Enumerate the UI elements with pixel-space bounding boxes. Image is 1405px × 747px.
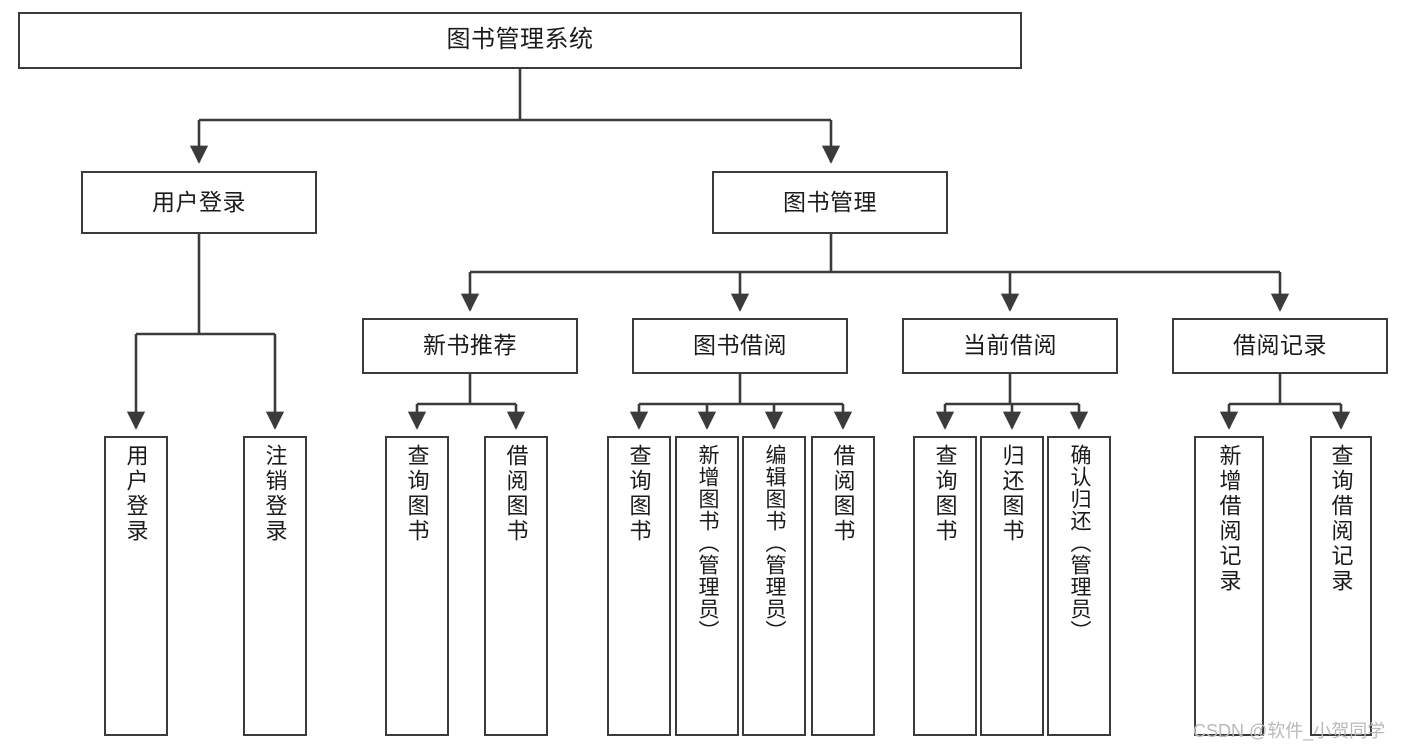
node-new-book-recommend[interactable]: 新书推荐	[362, 318, 578, 374]
leaf-query-book-current-label: 查询图书	[932, 444, 958, 544]
leaf-logout-label: 注销登录	[262, 444, 288, 544]
leaf-add-book-admin-label: 新增图书（管理员）	[696, 444, 720, 642]
node-book-borrow[interactable]: 图书借阅	[632, 318, 848, 374]
leaf-query-book-newbook[interactable]: 查询图书	[385, 436, 449, 736]
leaf-return-book[interactable]: 归还图书	[980, 436, 1044, 736]
leaf-query-borrow-record[interactable]: 查询借阅记录	[1310, 436, 1372, 736]
leaf-edit-book-admin[interactable]: 编辑图书（管理员）	[742, 436, 806, 736]
leaf-user-login-label: 用户登录	[123, 444, 149, 544]
node-current-borrow[interactable]: 当前借阅	[902, 318, 1118, 374]
node-current-borrow-label: 当前借阅	[963, 332, 1057, 359]
node-root-system[interactable]: 图书管理系统	[18, 12, 1022, 69]
leaf-add-book-admin[interactable]: 新增图书（管理员）	[675, 436, 739, 736]
node-borrow-record-label: 借阅记录	[1233, 332, 1327, 359]
leaf-borrow-book-label: 借阅图书	[830, 444, 856, 544]
csdn-watermark: CSDN @软件_小贺同学	[1193, 721, 1386, 741]
leaf-add-borrow-record[interactable]: 新增借阅记录	[1194, 436, 1264, 736]
node-borrow-record[interactable]: 借阅记录	[1172, 318, 1388, 374]
leaf-borrow-book-newbook-label: 借阅图书	[503, 444, 529, 544]
leaf-logout[interactable]: 注销登录	[243, 436, 307, 736]
node-book-management[interactable]: 图书管理	[712, 171, 948, 234]
leaf-query-book-current[interactable]: 查询图书	[913, 436, 977, 736]
leaf-return-book-label: 归还图书	[999, 444, 1025, 544]
leaf-confirm-return-admin-label: 确认归还（管理员）	[1068, 444, 1092, 642]
leaf-add-borrow-record-label: 新增借阅记录	[1216, 444, 1242, 594]
node-root-system-label: 图书管理系统	[446, 26, 594, 54]
node-book-borrow-label: 图书借阅	[693, 332, 787, 359]
node-new-book-recommend-label: 新书推荐	[423, 332, 517, 359]
leaf-query-book-borrow[interactable]: 查询图书	[607, 436, 671, 736]
leaf-query-borrow-record-label: 查询借阅记录	[1328, 444, 1354, 594]
node-user-login-label: 用户登录	[152, 188, 246, 215]
leaf-query-book-newbook-label: 查询图书	[404, 444, 430, 544]
leaf-borrow-book-newbook[interactable]: 借阅图书	[484, 436, 548, 736]
leaf-confirm-return-admin[interactable]: 确认归还（管理员）	[1047, 436, 1111, 736]
leaf-user-login[interactable]: 用户登录	[104, 436, 168, 736]
leaf-borrow-book[interactable]: 借阅图书	[811, 436, 875, 736]
node-user-login[interactable]: 用户登录	[81, 171, 317, 234]
node-book-management-label: 图书管理	[783, 188, 877, 215]
leaf-query-book-borrow-label: 查询图书	[626, 444, 652, 544]
leaf-edit-book-admin-label: 编辑图书（管理员）	[763, 444, 787, 642]
